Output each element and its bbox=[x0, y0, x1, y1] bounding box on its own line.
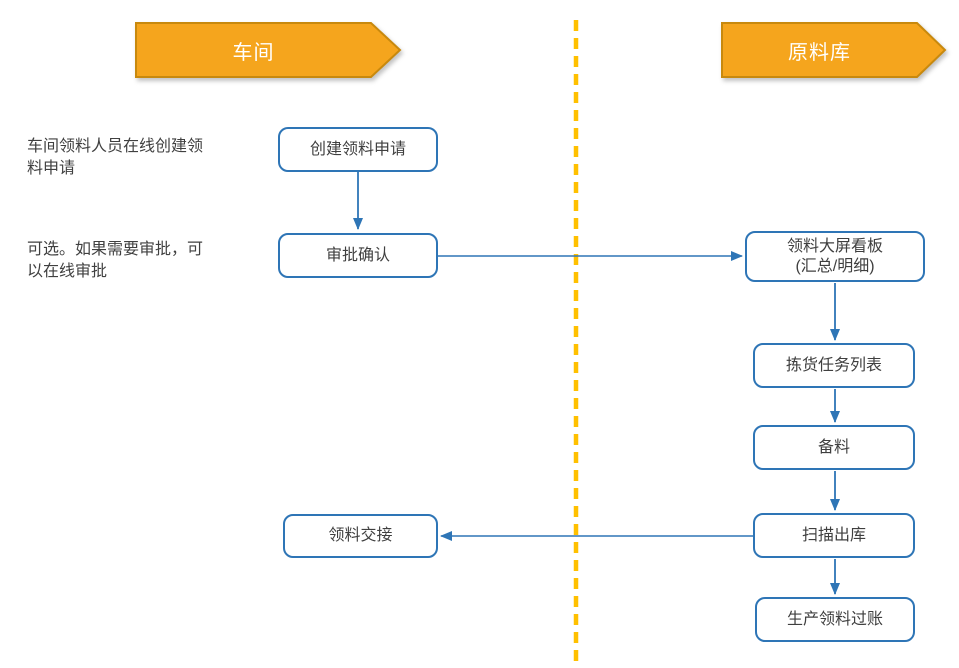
node-handover-label: 领料交接 bbox=[328, 527, 393, 544]
node-production-posting: 生产领料过账 bbox=[755, 597, 915, 642]
node-prepare-label: 备料 bbox=[817, 438, 850, 456]
node-scan-outbound-label: 扫描出库 bbox=[801, 526, 866, 544]
node-approve-confirm-label: 审批确认 bbox=[325, 246, 390, 264]
node-picking-tasks-label: 拣货任务列表 bbox=[785, 356, 882, 374]
node-picking-tasks: 拣货任务列表 bbox=[753, 343, 915, 388]
annotation-create-note: 车间领料人员在线创建领料申请 bbox=[27, 138, 204, 177]
lane-header-workshop-shape bbox=[135, 22, 402, 78]
node-create-request-label: 创建领料申请 bbox=[309, 140, 406, 158]
lane-header-workshop: 车间 bbox=[136, 23, 371, 77]
lane-header-warehouse: 原料库 bbox=[722, 23, 917, 77]
node-create-request: 创建领料申请 bbox=[278, 127, 438, 172]
lane-header-warehouse-shape bbox=[721, 22, 947, 78]
lane-header-warehouse-label: 原料库 bbox=[788, 41, 851, 64]
node-dashboard-label-line2: (汇总/明细) bbox=[795, 257, 875, 275]
node-production-posting-label: 生产领料过账 bbox=[786, 610, 883, 628]
lane-header-workshop-label: 车间 bbox=[232, 41, 275, 64]
node-handover: 领料交接 bbox=[283, 514, 438, 558]
node-dashboard: 领料大屏看板 (汇总/明细) bbox=[745, 231, 925, 282]
annotation-approval-note: 可选。如果需要审批，可以在线审批 bbox=[27, 241, 204, 280]
node-prepare: 备料 bbox=[753, 425, 915, 470]
node-approve-confirm: 审批确认 bbox=[278, 233, 438, 278]
node-dashboard-label-line1: 领料大屏看板 bbox=[786, 237, 883, 255]
node-scan-outbound: 扫描出库 bbox=[753, 513, 915, 558]
